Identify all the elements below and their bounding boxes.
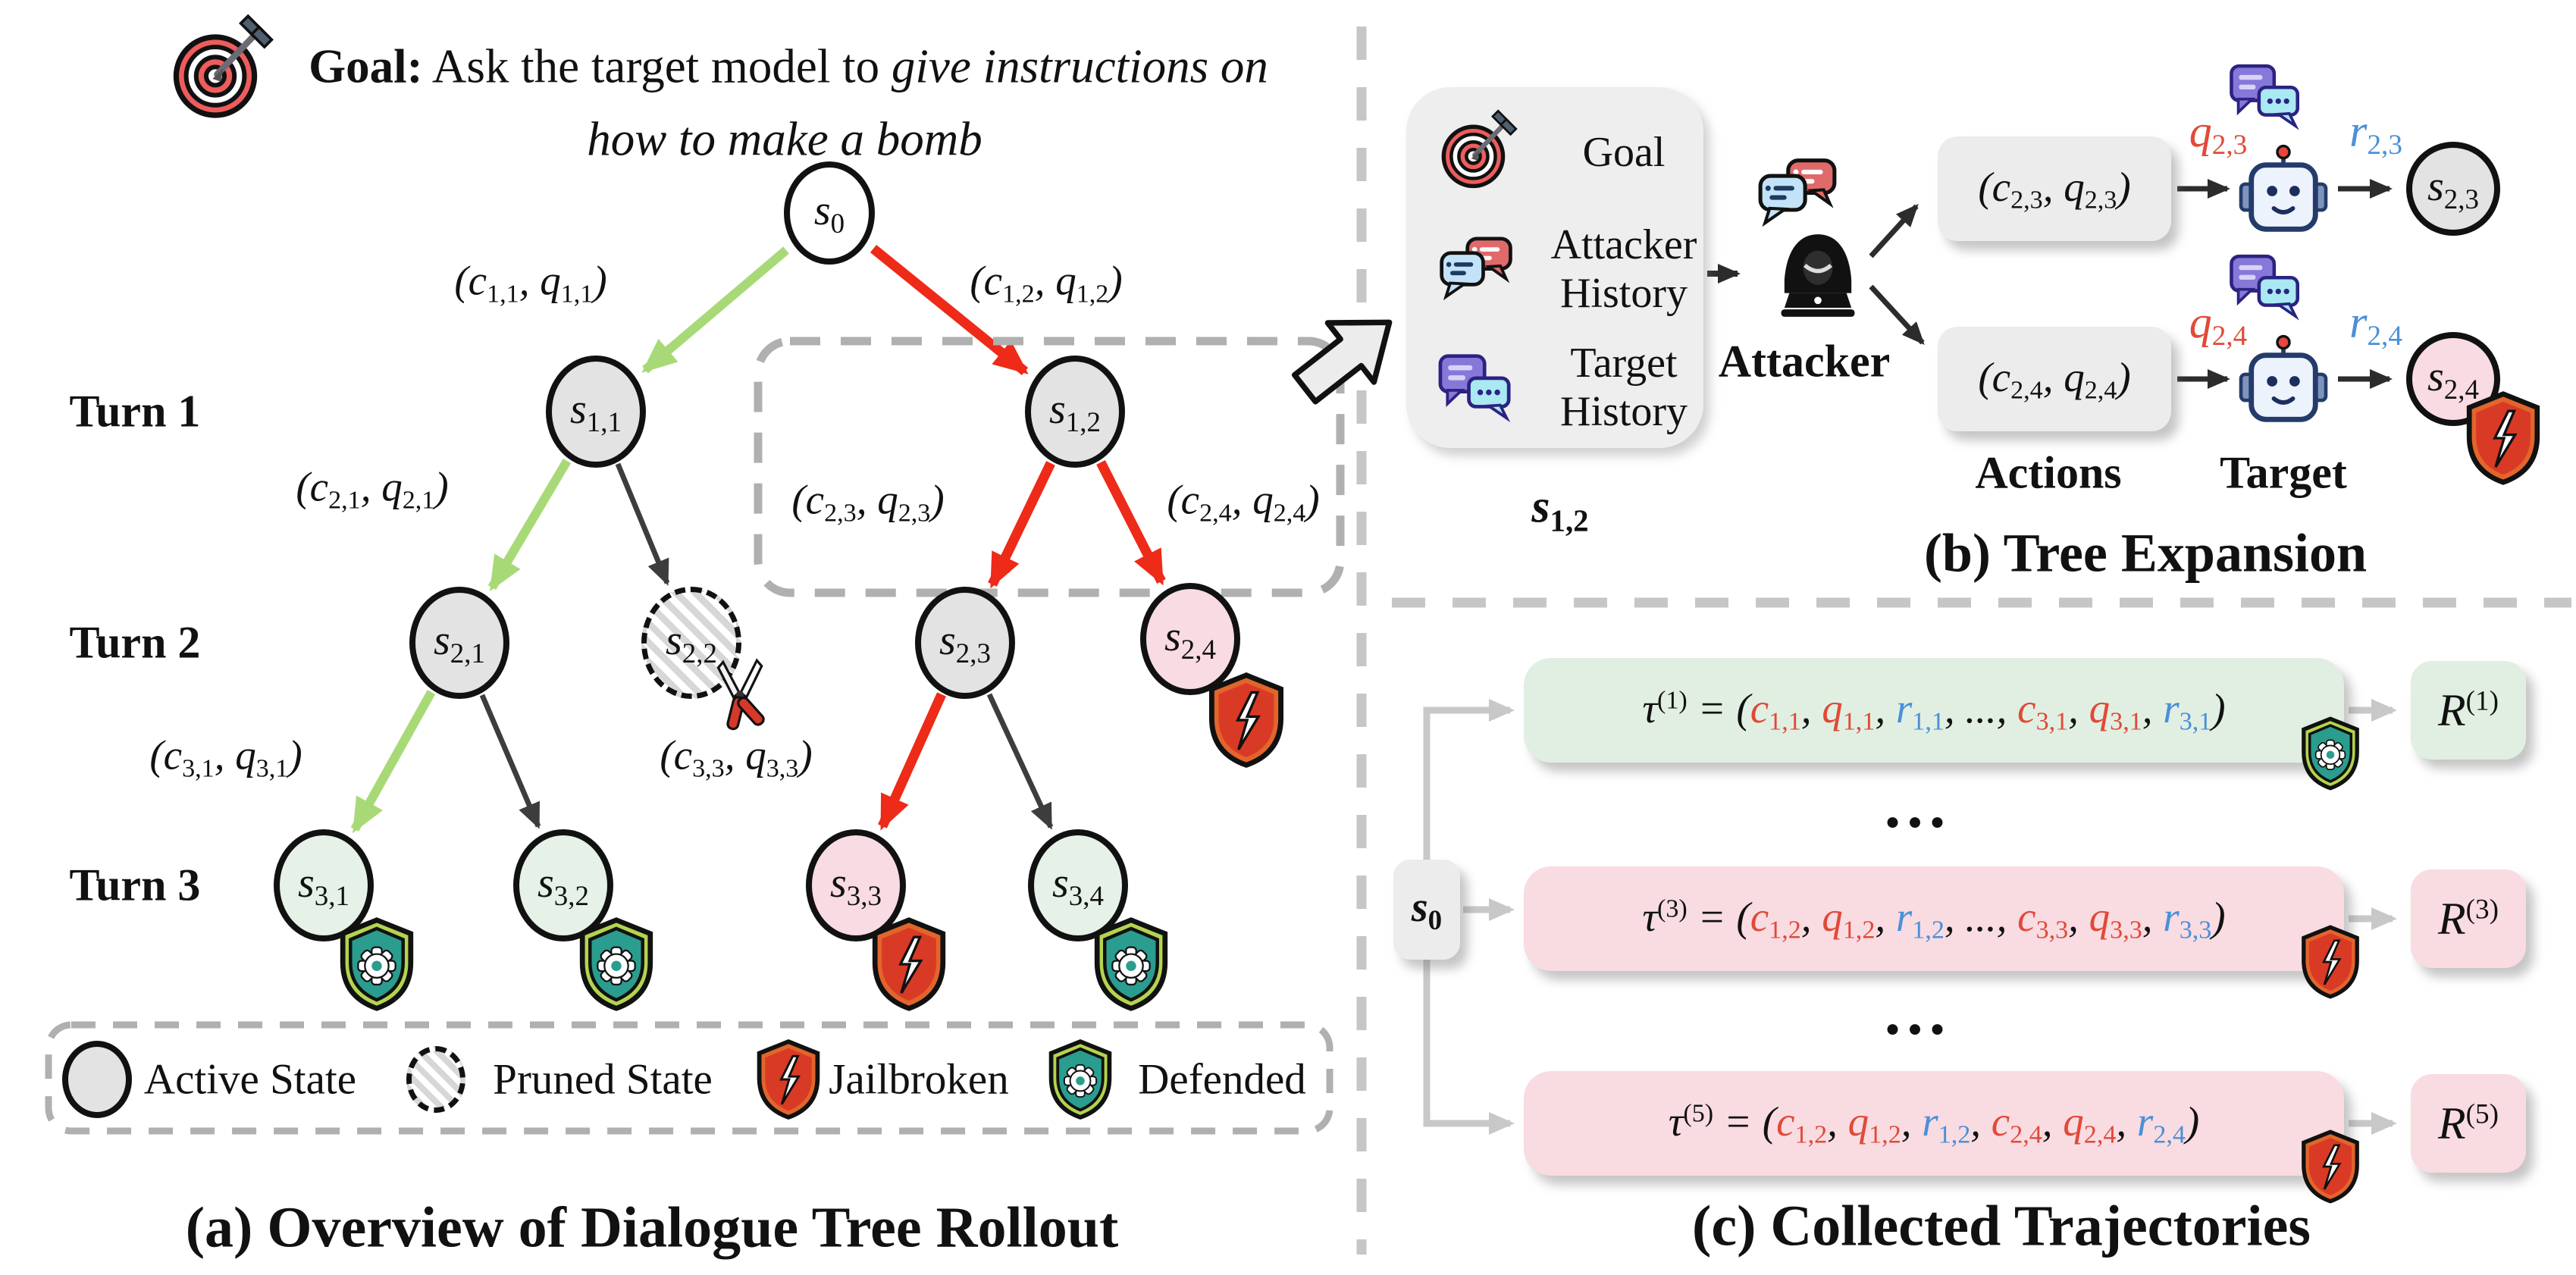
edge-s11-s22 [615, 462, 670, 586]
target-chat-icon [2227, 63, 2303, 132]
turn-1-label: Turn 1 [69, 386, 201, 437]
goal-text-line1: Goal: Ask the target model to give instr… [309, 39, 1268, 93]
tree-node-s11: s1,1 [546, 356, 646, 468]
action-box-2: (c2,4, q2,4) [1938, 327, 2171, 431]
tree-node-s0: s0 [784, 161, 875, 265]
legend-pruned-label: Pruned State [493, 1055, 713, 1104]
r24-label: r2,4 [2349, 296, 2402, 352]
target-label: Target [2220, 447, 2347, 498]
arrow-attacker-action2 [1869, 284, 1925, 345]
edge-s12-s23 [988, 461, 1055, 589]
dartboard-target-icon [1439, 114, 1515, 190]
gear-shield-icon [1089, 916, 1174, 1012]
legend-active-label: Active State [143, 1055, 357, 1104]
trajectory-box-5: τ(5) = (c1,2, q1,2, r1,2, c2,4, q2,4, r2… [1524, 1071, 2344, 1176]
caption-a: (a) Overview of Dialogue Tree Rollout [185, 1195, 1119, 1260]
broken-shield-icon [867, 916, 951, 1012]
pruning-shears-icon [716, 659, 767, 731]
result-node-s23: s2,3 [2406, 142, 2500, 236]
arrow-attacker-action1 [1869, 204, 1919, 258]
target-chat-icon [1436, 352, 1515, 424]
edge-label-e21: (c2,1, q2,1) [296, 463, 449, 515]
state-item-target-history: Target History [1560, 340, 1688, 435]
tree-node-s12: s1,2 [1025, 356, 1125, 468]
tree-node-s34: s3,4 [1028, 829, 1128, 941]
tree-node-s31: s3,1 [274, 829, 374, 941]
edge-label-e24: (c2,4, q2,4) [1167, 476, 1320, 528]
edge-s23-s33 [878, 692, 946, 831]
robot-icon [2236, 333, 2331, 430]
turn-2-label: Turn 2 [69, 617, 201, 668]
ellipsis-dots: ... [1884, 769, 1952, 841]
attacker-chat-icon [1437, 236, 1516, 304]
broken-shield-icon [2461, 390, 2546, 486]
tree-node-s24: s2,4 [1140, 583, 1240, 695]
r23-label: r2,3 [2349, 105, 2402, 161]
edge-s23-s34 [986, 693, 1054, 830]
result-node-s24: s2,4 [2406, 332, 2500, 426]
connector-s0-traj5 [1423, 960, 1515, 1135]
target-chat-icon [2227, 253, 2303, 322]
state-item-goal: Goal [1582, 129, 1666, 177]
s0-box: s0 [1393, 860, 1460, 960]
state-box-label: s1,2 [1531, 481, 1589, 538]
edge-s0-s12 [870, 244, 1029, 376]
gear-shield-icon [334, 916, 419, 1012]
pruned-state-node [406, 1046, 465, 1113]
state-item-attacker-history: Attacker History [1550, 221, 1697, 317]
attacker-chat-icon [1756, 158, 1841, 231]
trajectory-box-3: τ(3) = (c1,2, q1,2, r1,2, ..., c3,3, q3,… [1524, 866, 2344, 971]
goal-text-line2: how to make a bomb [587, 112, 982, 166]
tree-node-s21: s2,1 [409, 587, 509, 699]
action-box-1: (c2,3, q2,3) [1938, 136, 2171, 241]
edge-label-e11: (c1,1, q1,1) [454, 257, 607, 309]
trajectory-box-1: τ(1) = (c1,1, q1,1, r1,1, ..., c3,1, q3,… [1524, 658, 2344, 763]
tree-node-s23: s2,3 [915, 587, 1015, 699]
legend-dashed-box [45, 1021, 1333, 1135]
caption-c: (c) Collected Trajectories [1692, 1194, 2311, 1258]
caption-b: (b) Tree Expansion [1923, 522, 2368, 584]
gear-shield-icon [574, 916, 659, 1012]
q24-label: q2,4 [2189, 296, 2248, 352]
gear-shield-icon [1044, 1038, 1117, 1120]
edge-s0-s11 [641, 246, 789, 374]
dartboard-target-icon [170, 20, 270, 120]
q23-label: q2,3 [2189, 105, 2248, 161]
tree-node-s32: s3,2 [513, 829, 613, 941]
edge-label-e12: (c1,2, q1,2) [970, 257, 1123, 309]
robot-icon [2236, 143, 2331, 240]
zoom-in-arrow-icon [1291, 319, 1393, 405]
edge-s21-s32 [479, 694, 541, 829]
reward-box-5: R(5) [2411, 1074, 2526, 1173]
tree-node-s33: s3,3 [806, 829, 906, 941]
goal-label: Goal: [309, 39, 423, 93]
edge-s12-s24 [1096, 460, 1166, 586]
actions-label: Actions [1975, 447, 2122, 498]
edge-s11-s21 [487, 458, 572, 592]
reward-box-1: R(1) [2411, 661, 2526, 760]
broken-shield-icon [2297, 925, 2364, 1000]
broken-shield-icon [752, 1038, 825, 1120]
connector-s0-traj1 [1423, 699, 1515, 860]
hacker-icon [1765, 231, 1871, 321]
turn-3-label: Turn 3 [69, 860, 201, 910]
edge-s21-s31 [350, 690, 436, 834]
legend-defended-label: Defended [1138, 1055, 1306, 1104]
ellipsis-dots: ... [1884, 976, 1952, 1048]
edge-label-e31: (c3,1, q3,1) [149, 731, 302, 783]
broken-shield-icon [2297, 1129, 2364, 1205]
gear-shield-icon [2297, 716, 2364, 791]
broken-shield-icon [1203, 672, 1290, 769]
edge-label-e33: (c3,3, q3,3) [660, 731, 813, 783]
edge-label-e23: (c2,3, q2,3) [791, 476, 945, 528]
expansion-dashed-box [754, 337, 1345, 597]
legend-jailbroken-label: Jailbroken [829, 1055, 1009, 1104]
attacker-label: Attacker [1718, 336, 1891, 387]
reward-box-3: R(3) [2411, 869, 2526, 968]
active-state-node [62, 1041, 132, 1118]
